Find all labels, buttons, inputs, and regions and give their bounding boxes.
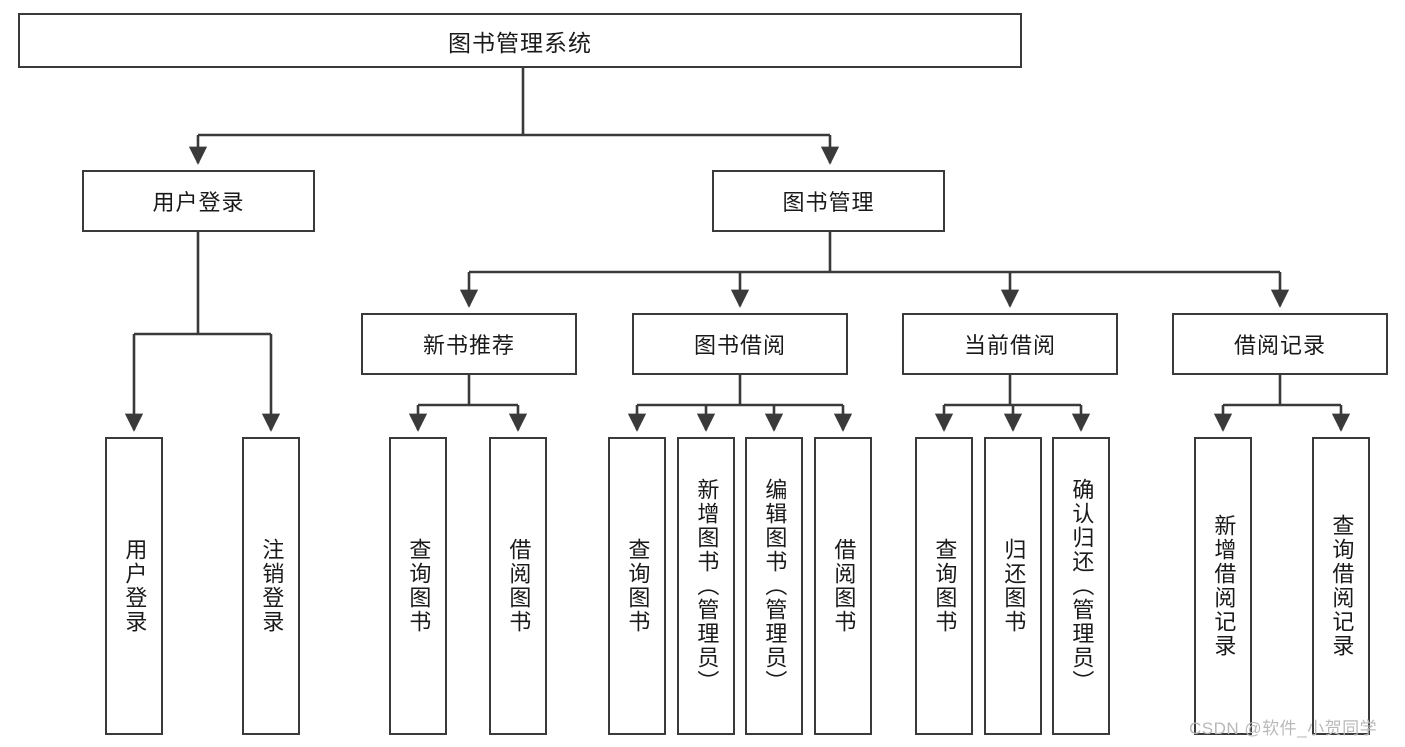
node-leaf-query-book-1[interactable]: 查询图书: [389, 437, 447, 735]
node-book-borrow-label: 图书借阅: [693, 333, 786, 358]
node-leaf-query-record[interactable]: 查询借阅记录: [1312, 437, 1370, 735]
node-leaf-logout-login-label: 注销登录: [259, 538, 285, 634]
node-root[interactable]: 图书管理系统: [18, 13, 1022, 68]
node-current-borrow[interactable]: 当前借阅: [902, 313, 1118, 375]
node-leaf-query-book-3-label: 查询图书: [932, 538, 958, 634]
node-book-borrow[interactable]: 图书借阅: [632, 313, 848, 375]
node-book-manage-label: 图书管理: [782, 190, 875, 215]
node-leaf-borrow-book-1-label: 借阅图书: [506, 538, 532, 634]
node-leaf-add-record[interactable]: 新增借阅记录: [1194, 437, 1252, 735]
node-borrow-record-label: 借阅记录: [1233, 333, 1326, 358]
node-leaf-query-book-2[interactable]: 查询图书: [608, 437, 666, 735]
node-leaf-logout-login[interactable]: 注销登录: [242, 437, 300, 735]
node-borrow-record[interactable]: 借阅记录: [1172, 313, 1388, 375]
node-leaf-query-book-3[interactable]: 查询图书: [915, 437, 973, 735]
node-leaf-return-book-label: 归还图书: [1001, 538, 1027, 634]
node-leaf-add-record-label: 新增借阅记录: [1211, 514, 1237, 658]
node-leaf-query-book-2-label: 查询图书: [625, 538, 651, 634]
watermark-text: CSDN @软件_小贺同学: [1189, 719, 1378, 738]
node-leaf-user-login-label: 用户登录: [122, 538, 148, 634]
node-new-book-recommend-label: 新书推荐: [422, 333, 515, 358]
node-leaf-add-book-label: 新增图书（管理员）: [694, 478, 720, 694]
node-leaf-add-book[interactable]: 新增图书（管理员）: [677, 437, 735, 735]
node-leaf-edit-book-label: 编辑图书（管理员）: [762, 478, 788, 694]
node-leaf-user-login[interactable]: 用户登录: [105, 437, 163, 735]
node-leaf-confirm-return-label: 确认归还（管理员）: [1069, 478, 1095, 694]
node-new-book-recommend[interactable]: 新书推荐: [361, 313, 577, 375]
node-current-borrow-label: 当前借阅: [963, 333, 1056, 358]
node-leaf-borrow-book-2[interactable]: 借阅图书: [814, 437, 872, 735]
node-leaf-edit-book[interactable]: 编辑图书（管理员）: [745, 437, 803, 735]
node-leaf-borrow-book-1[interactable]: 借阅图书: [489, 437, 547, 735]
node-user-login[interactable]: 用户登录: [82, 170, 315, 232]
node-root-label: 图书管理系统: [448, 29, 592, 56]
node-user-login-label: 用户登录: [152, 190, 245, 215]
node-leaf-confirm-return[interactable]: 确认归还（管理员）: [1052, 437, 1110, 735]
node-leaf-borrow-book-2-label: 借阅图书: [831, 538, 857, 634]
node-leaf-query-record-label: 查询借阅记录: [1329, 514, 1355, 658]
node-book-manage[interactable]: 图书管理: [712, 170, 945, 232]
node-leaf-query-book-1-label: 查询图书: [406, 538, 432, 634]
node-leaf-return-book[interactable]: 归还图书: [984, 437, 1042, 735]
